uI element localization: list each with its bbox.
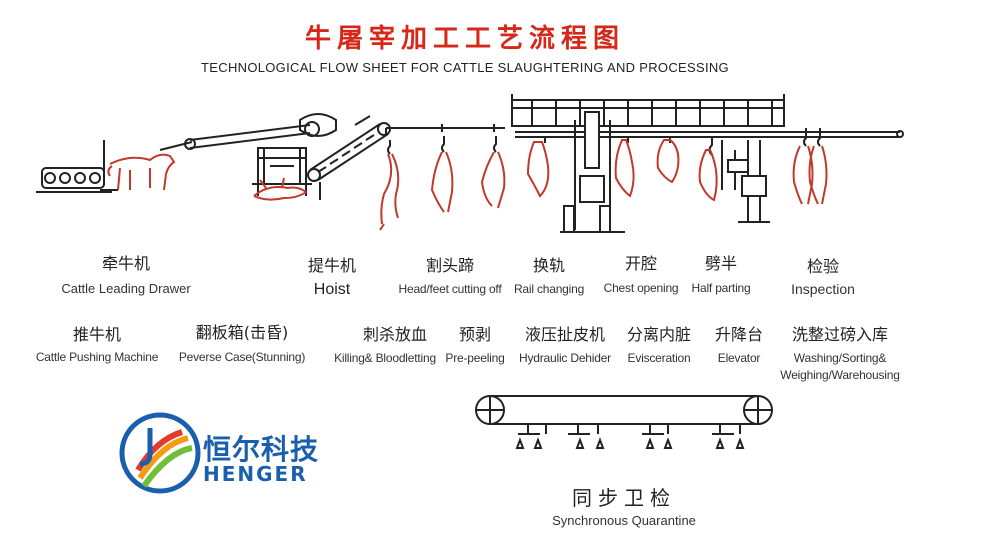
step-evisceration-cn-label: 分离内脏 (626, 325, 692, 344)
step-washing-en-label: Washing/Sorting& Weighing/Warehousing (780, 350, 900, 384)
step-elevator-cn-label: 升降台 (714, 325, 764, 344)
step-rail-changing-en-label: Rail changing (513, 282, 585, 296)
brand-name-chinese: 恒尔科技 (203, 433, 320, 466)
step-bloodletting-en-label: Killing& Bloodletting (334, 351, 436, 365)
company-logo-icon (119, 412, 201, 494)
quarantine-cn-label: 同步卫检 (572, 486, 676, 510)
step-chest-opening-en-label: Chest opening (603, 281, 679, 295)
step-pushing-cn-label: 推牛机 (72, 325, 122, 344)
step-hoist-cn-label: 提牛机 (307, 256, 357, 275)
step-pre-peeling-cn-label: 预剥 (458, 325, 492, 344)
step-chest-opening-cn-label: 开腔 (624, 254, 658, 273)
step-evisceration-en-label: Evisceration (627, 351, 691, 365)
cattle-icon (107, 153, 176, 191)
cattle-leading-drawer-machine (36, 140, 118, 193)
step-hoist-en-label: Hoist (313, 281, 351, 298)
step-head-feet-en-label: Head/feet cutting off (398, 282, 502, 296)
step-elevator-en-label: Elevator (717, 351, 761, 365)
step-inspection-cn-label: 检验 (806, 257, 840, 276)
brand-name-english: HENGER (203, 462, 308, 486)
step-dehider-cn-label: 液压扯皮机 (524, 325, 606, 344)
cattle-pushing-conveyor (159, 113, 337, 151)
step-stunning-cn-label: 翻板箱(击昏) (195, 323, 289, 342)
step-rail-changing-cn-label: 换轨 (532, 256, 566, 275)
step-washing-en-line1: Washing/Sorting& (793, 351, 887, 365)
hanging-carcass-icon (379, 139, 828, 231)
step-bloodletting-cn-label: 刺杀放血 (362, 325, 428, 344)
page-title-chinese: 牛屠宰加工工艺流程图 (304, 24, 625, 54)
page-title-english: TECHNOLOGICAL FLOW SHEET FOR CATTLE SLAU… (201, 60, 729, 75)
reverse-case-stunning-box (252, 147, 312, 196)
step-half-parting-en-label: Half parting (691, 281, 751, 295)
synchronous-quarantine-conveyor (475, 395, 773, 449)
overhead-rail (385, 124, 904, 138)
splitting-saw-and-elevator (721, 140, 770, 223)
step-head-feet-cn-label: 割头蹄 (425, 256, 475, 275)
step-inspection-en-label: Inspection (791, 281, 855, 297)
hoist-inclined-conveyor (307, 115, 391, 200)
step-1-cn-label: 牵牛机 (101, 254, 151, 273)
step-pre-peeling-en-label: Pre-peeling (445, 351, 505, 365)
step-washing-en-line2: Weighing/Warehousing (780, 368, 900, 382)
step-washing-cn-label: 洗整过磅入库 (791, 325, 889, 344)
step-half-parting-cn-label: 劈半 (704, 254, 738, 273)
step-1-en-label: Cattle Leading Drawer (61, 281, 191, 296)
quarantine-en-label: Synchronous Quarantine (552, 513, 696, 528)
step-dehider-en-label: Hydraulic Dehider (519, 351, 611, 365)
step-pushing-en-label: Cattle Pushing Machine (35, 350, 159, 364)
rail-changing-truss-frame (511, 94, 785, 127)
step-stunning-en-label: Peverse Case(Stunning) (178, 350, 306, 364)
hydraulic-dehider-tower (560, 111, 625, 233)
stunned-cattle-icon (253, 177, 308, 201)
